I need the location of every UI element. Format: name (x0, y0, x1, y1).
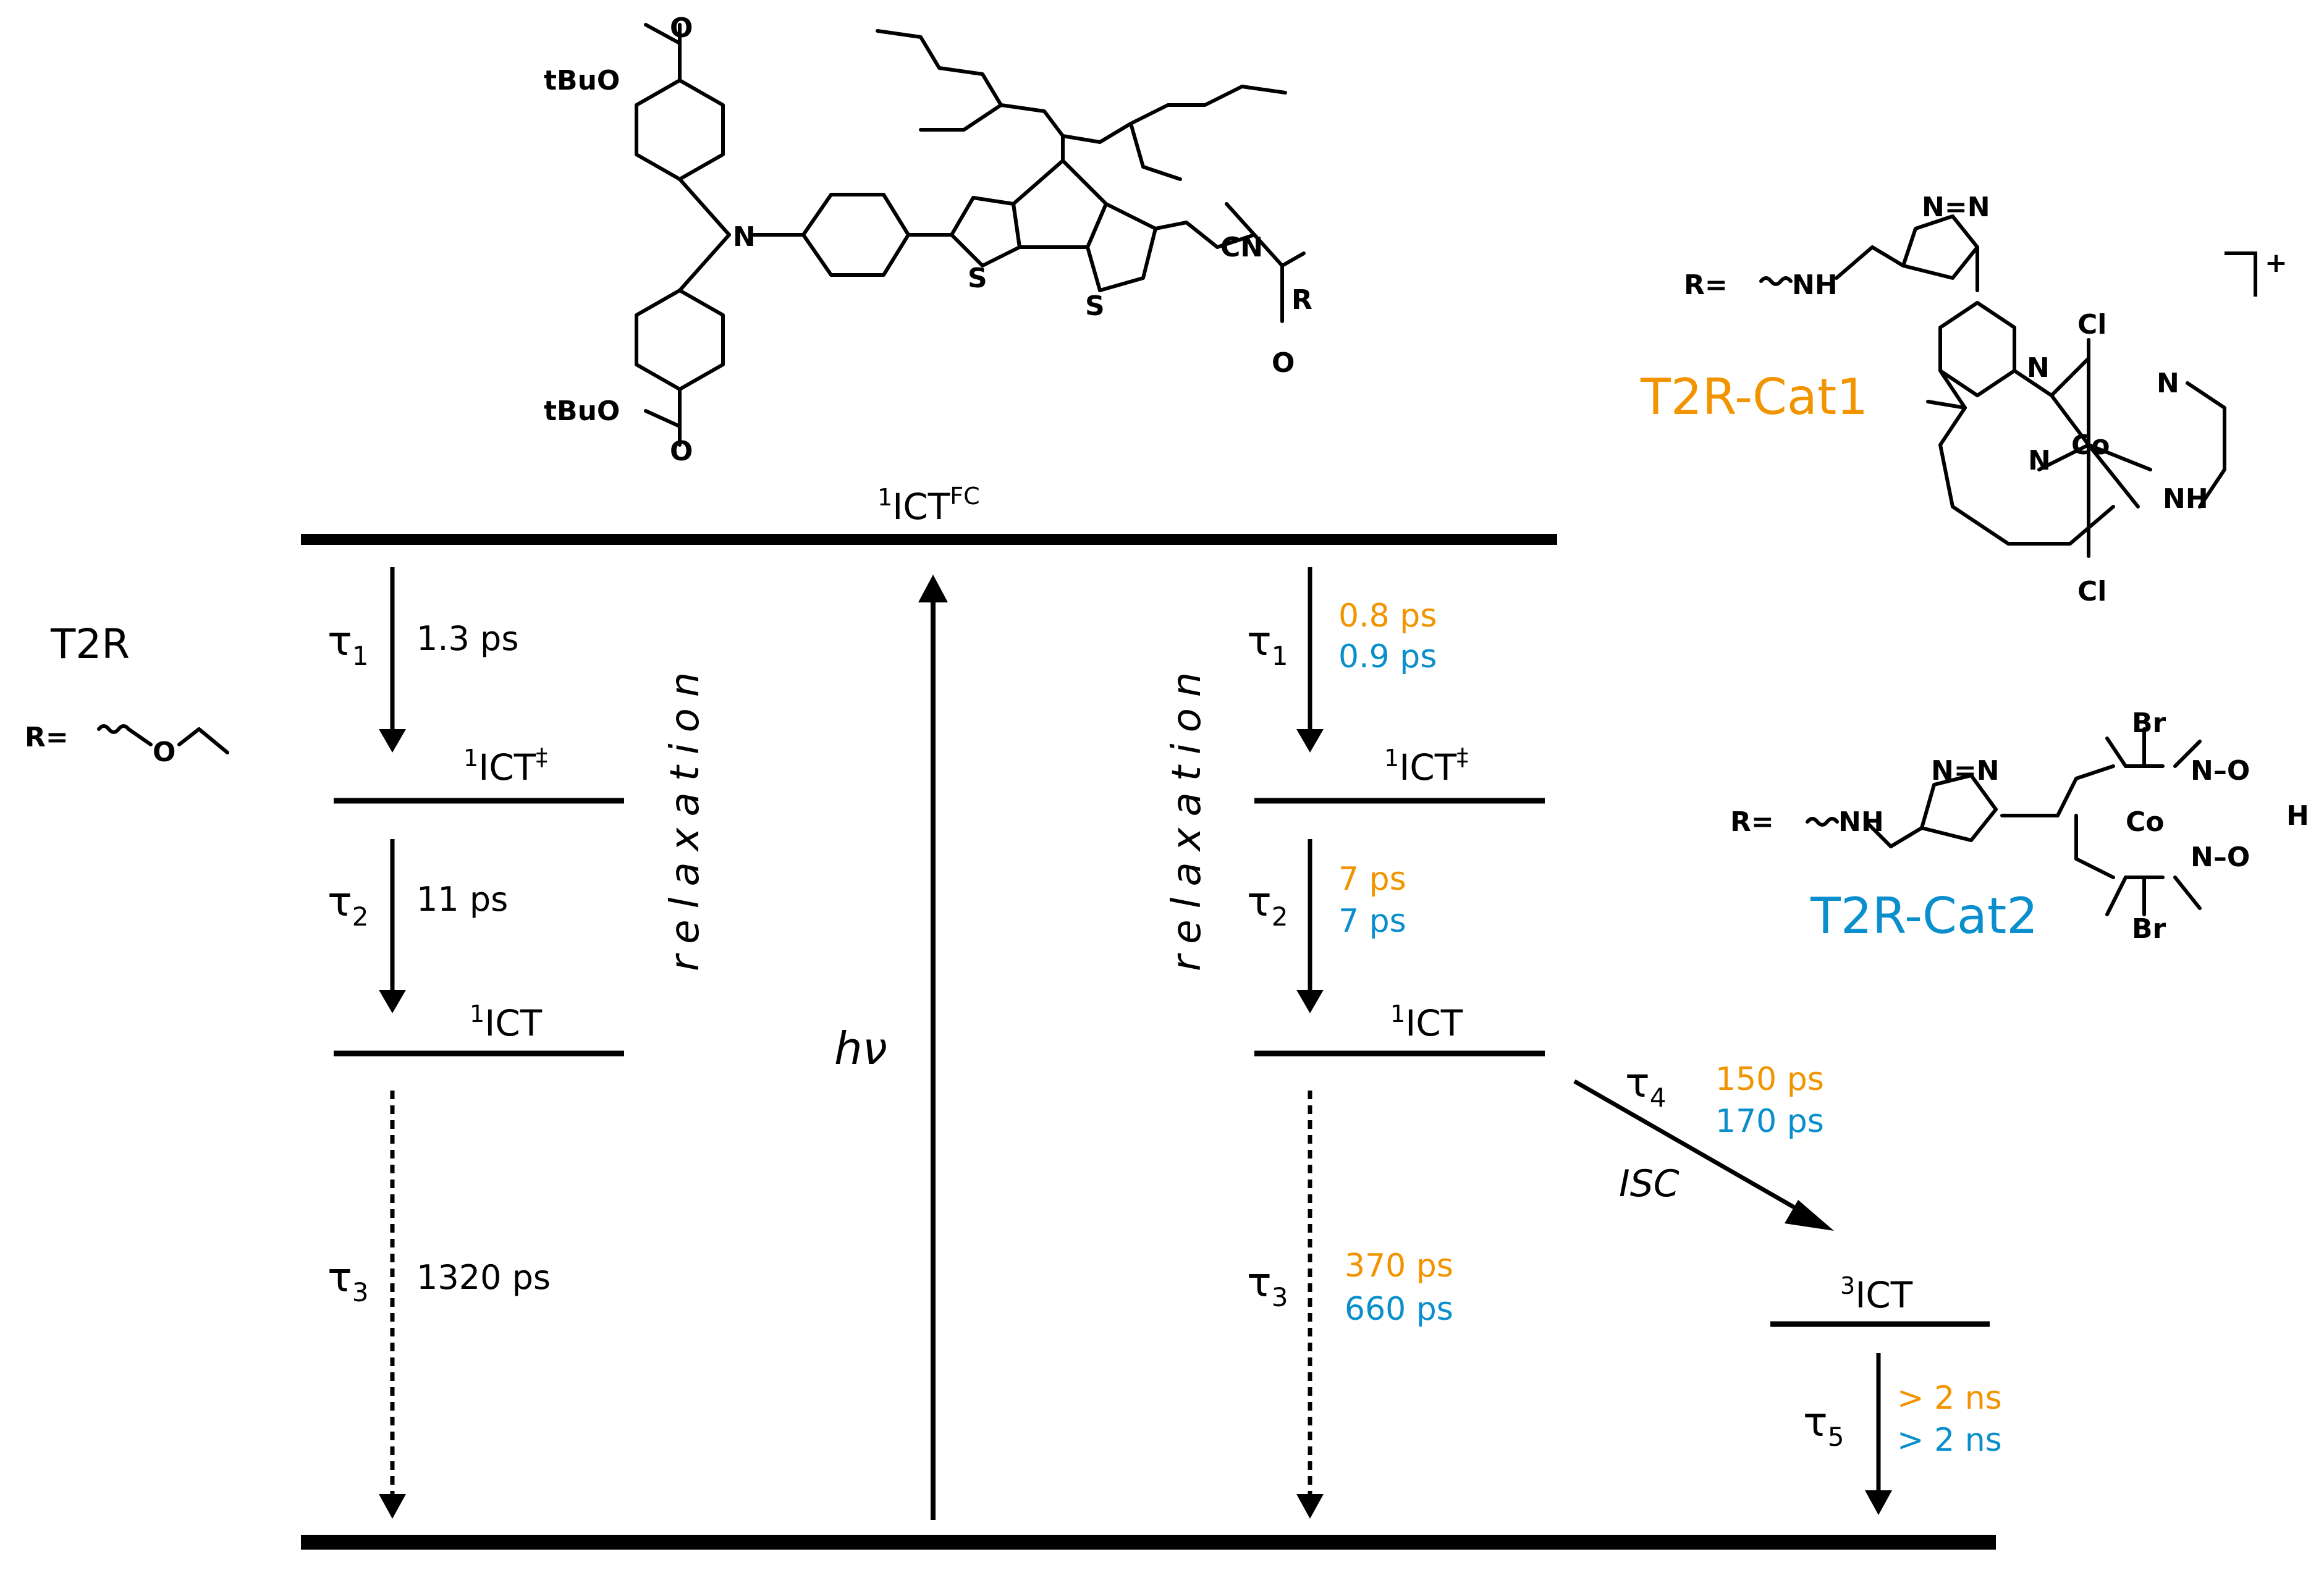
left-tau1-value: 1.3 ps (416, 619, 518, 658)
arrowhead-right-tau2 (1296, 990, 1324, 1013)
dye-tbuo-top: tBuO (544, 65, 620, 96)
right-tau5-cat1-value: > 2 ns (1897, 1380, 2002, 1417)
arrowhead-excitation (918, 575, 948, 602)
right-tau5-symbol: τ5 (1803, 1398, 1844, 1452)
cat2-br-bottom: Br (2132, 913, 2166, 945)
cat2-r-label: R= (1730, 806, 1774, 838)
left-tau3-symbol: τ3 (327, 1254, 368, 1307)
cat1-cl-bottom: Cl (2077, 576, 2106, 607)
t2r-ethoxy-group (97, 724, 229, 754)
left-tau3-value: 1320 ps (416, 1258, 551, 1297)
right-tau2-cat2-value: 7 ps (1338, 903, 1406, 940)
right-tau1-cat1-value: 0.8 ps (1338, 597, 1437, 635)
cat1-co: Co (2071, 429, 2110, 461)
right-tau4-cat2-value: 170 ps (1715, 1103, 1824, 1140)
arrowhead-isc (1785, 1200, 1834, 1231)
dye-o-carbonyl: O (1272, 347, 1295, 379)
right-tau1-symbol: τ1 (1247, 617, 1288, 671)
cat1-triazole: N=N (1922, 192, 1990, 223)
isc-label: ISC (1619, 1162, 1680, 1205)
dye-s-right: S (1085, 290, 1105, 322)
label-ict-triplet: 3ICT (1840, 1272, 1913, 1316)
cat1-bracket (2225, 251, 2257, 297)
right-tau4-cat1-value: 150 ps (1715, 1061, 1824, 1098)
cat1-r-label: R= (1684, 269, 1728, 301)
arrowhead-right-tau1 (1296, 729, 1324, 753)
dye-s-left: S (968, 263, 987, 294)
arrowhead-left-tau1 (379, 729, 406, 753)
cat1-structure (1759, 214, 2226, 558)
right-tau3-cat2-value: 660 ps (1345, 1291, 1453, 1328)
right-tau3-cat1-value: 370 ps (1345, 1247, 1453, 1285)
right-tau2-cat1-value: 7 ps (1338, 861, 1406, 898)
arrowhead-right-tau3 (1296, 1494, 1324, 1519)
t2r-name: T2R (50, 620, 130, 668)
dye-o-top: O (670, 12, 693, 44)
arrow-isc (1573, 1079, 1811, 1218)
right-tau2-symbol: τ2 (1247, 878, 1288, 932)
arrowhead-tau5 (1865, 1490, 1892, 1515)
cat2-name: T2R-Cat2 (1810, 887, 2038, 945)
right-tau5-cat2-value: > 2 ns (1897, 1422, 2002, 1459)
cat1-n-left: N (2028, 445, 2051, 476)
label-ict-fc: 1ICTFC (877, 483, 980, 528)
dye-tbuo-bottom: tBuO (544, 395, 620, 427)
right-tau3-symbol: τ3 (1247, 1259, 1288, 1312)
cat2-n-o-bottom: N–O (2191, 842, 2250, 873)
dye-cn: CN (1220, 232, 1263, 263)
right-tau4-symbol: τ4 (1625, 1059, 1666, 1113)
dye-n-amine: N (733, 221, 756, 253)
cat1-nh: NH (1792, 269, 1838, 301)
t2r-r-label: R= (25, 722, 69, 753)
dye-molecule-structure (635, 23, 1306, 447)
cat2-br-top: Br (2132, 707, 2166, 739)
arrowhead-left-tau2 (379, 990, 406, 1013)
t2r-ethoxy-o: O (153, 736, 175, 768)
cat2-structure (1806, 727, 2202, 916)
left-relaxation-label: relaxation (662, 661, 708, 971)
cat2-co: Co (2126, 806, 2165, 838)
cat2-h: H (2286, 800, 2309, 832)
dye-o-bottom: O (670, 436, 693, 467)
cat1-nh-ring: NH (2163, 483, 2208, 515)
label-ict-right: 1ICT (1390, 1000, 1463, 1044)
left-tau1-symbol: τ1 (327, 617, 368, 671)
cat2-nh: NH (1838, 806, 1884, 838)
label-ict-left: 1ICT (470, 1000, 543, 1044)
excitation-label: hν (834, 1023, 887, 1074)
cat1-n-pyridine: N (2027, 352, 2050, 384)
cat1-name: T2R-Cat1 (1640, 368, 1868, 426)
left-tau2-value: 11 ps (416, 880, 508, 919)
label-ict-dd-left: 1ICT‡ (463, 743, 547, 788)
cat1-cl-top: Cl (2077, 309, 2106, 340)
left-tau2-symbol: τ2 (327, 878, 368, 932)
cat2-n-o-top: N–O (2191, 755, 2250, 787)
dye-r: R (1291, 284, 1312, 316)
cat2-triazole: N=N (1931, 755, 2000, 787)
cat1-charge: + (2265, 247, 2288, 279)
cat1-n-right: N (2157, 368, 2179, 399)
right-relaxation-label: relaxation (1164, 661, 1210, 971)
right-tau1-cat2-value: 0.9 ps (1338, 638, 1437, 675)
label-ict-dd-right: 1ICT‡ (1384, 743, 1468, 788)
arrowhead-left-tau3 (379, 1494, 406, 1519)
